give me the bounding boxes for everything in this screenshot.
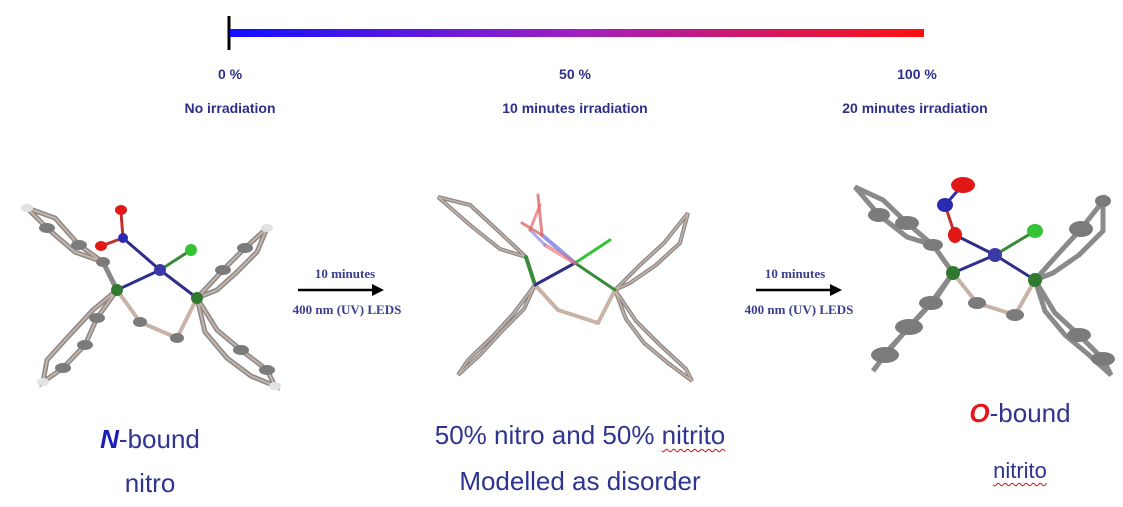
right-subtitle-text: nitrito	[993, 458, 1047, 483]
scale-tick-0-time: No irradiation	[184, 100, 276, 116]
right-title-atom: O	[969, 398, 990, 428]
scale-tick-50-time: 10 minutes irradiation	[502, 100, 648, 116]
middle-subtitle: Modelled as disorder	[459, 466, 701, 496]
middle-title-spell: nitrito	[661, 420, 726, 450]
right-title: O-bound	[930, 398, 1110, 429]
molecule-disordered	[436, 193, 694, 383]
arrow-1-label-top: 10 minutes	[314, 266, 376, 281]
left-title-atom: N	[100, 424, 119, 454]
scale-tick-100-percent: 100 %	[897, 66, 937, 82]
left-title-rest: -bound	[118, 424, 200, 454]
scale-gradient	[230, 29, 924, 37]
right-title-rest: -bound	[989, 398, 1071, 428]
molecule-o-bound-nitrito	[853, 177, 1115, 377]
scale-tick-50-percent: 50 %	[559, 66, 591, 82]
molecule-n-bound-nitro	[21, 204, 281, 391]
left-subtitle: nitro	[124, 468, 176, 498]
middle-title: 50% nitro and 50% nitrito	[370, 420, 790, 451]
arrow-2-label-bottom: 400 nm (UV) LEDS	[744, 302, 854, 317]
right-subtitle: nitrito	[930, 458, 1110, 484]
arrow-1-label-bottom: 400 nm (UV) LEDS	[292, 302, 402, 317]
reaction-arrow-2	[756, 284, 842, 296]
scale-tick-100-time: 20 minutes irradiation	[842, 100, 988, 116]
reaction-arrow-1	[298, 284, 384, 296]
irradiation-scale-bar	[227, 16, 924, 50]
left-title: N-bound	[60, 424, 240, 455]
scale-tick-0-percent: 0 %	[217, 66, 243, 82]
middle-title-text: 50% nitro and 50%	[434, 420, 662, 450]
arrow-2-label-top: 10 minutes	[764, 266, 826, 281]
